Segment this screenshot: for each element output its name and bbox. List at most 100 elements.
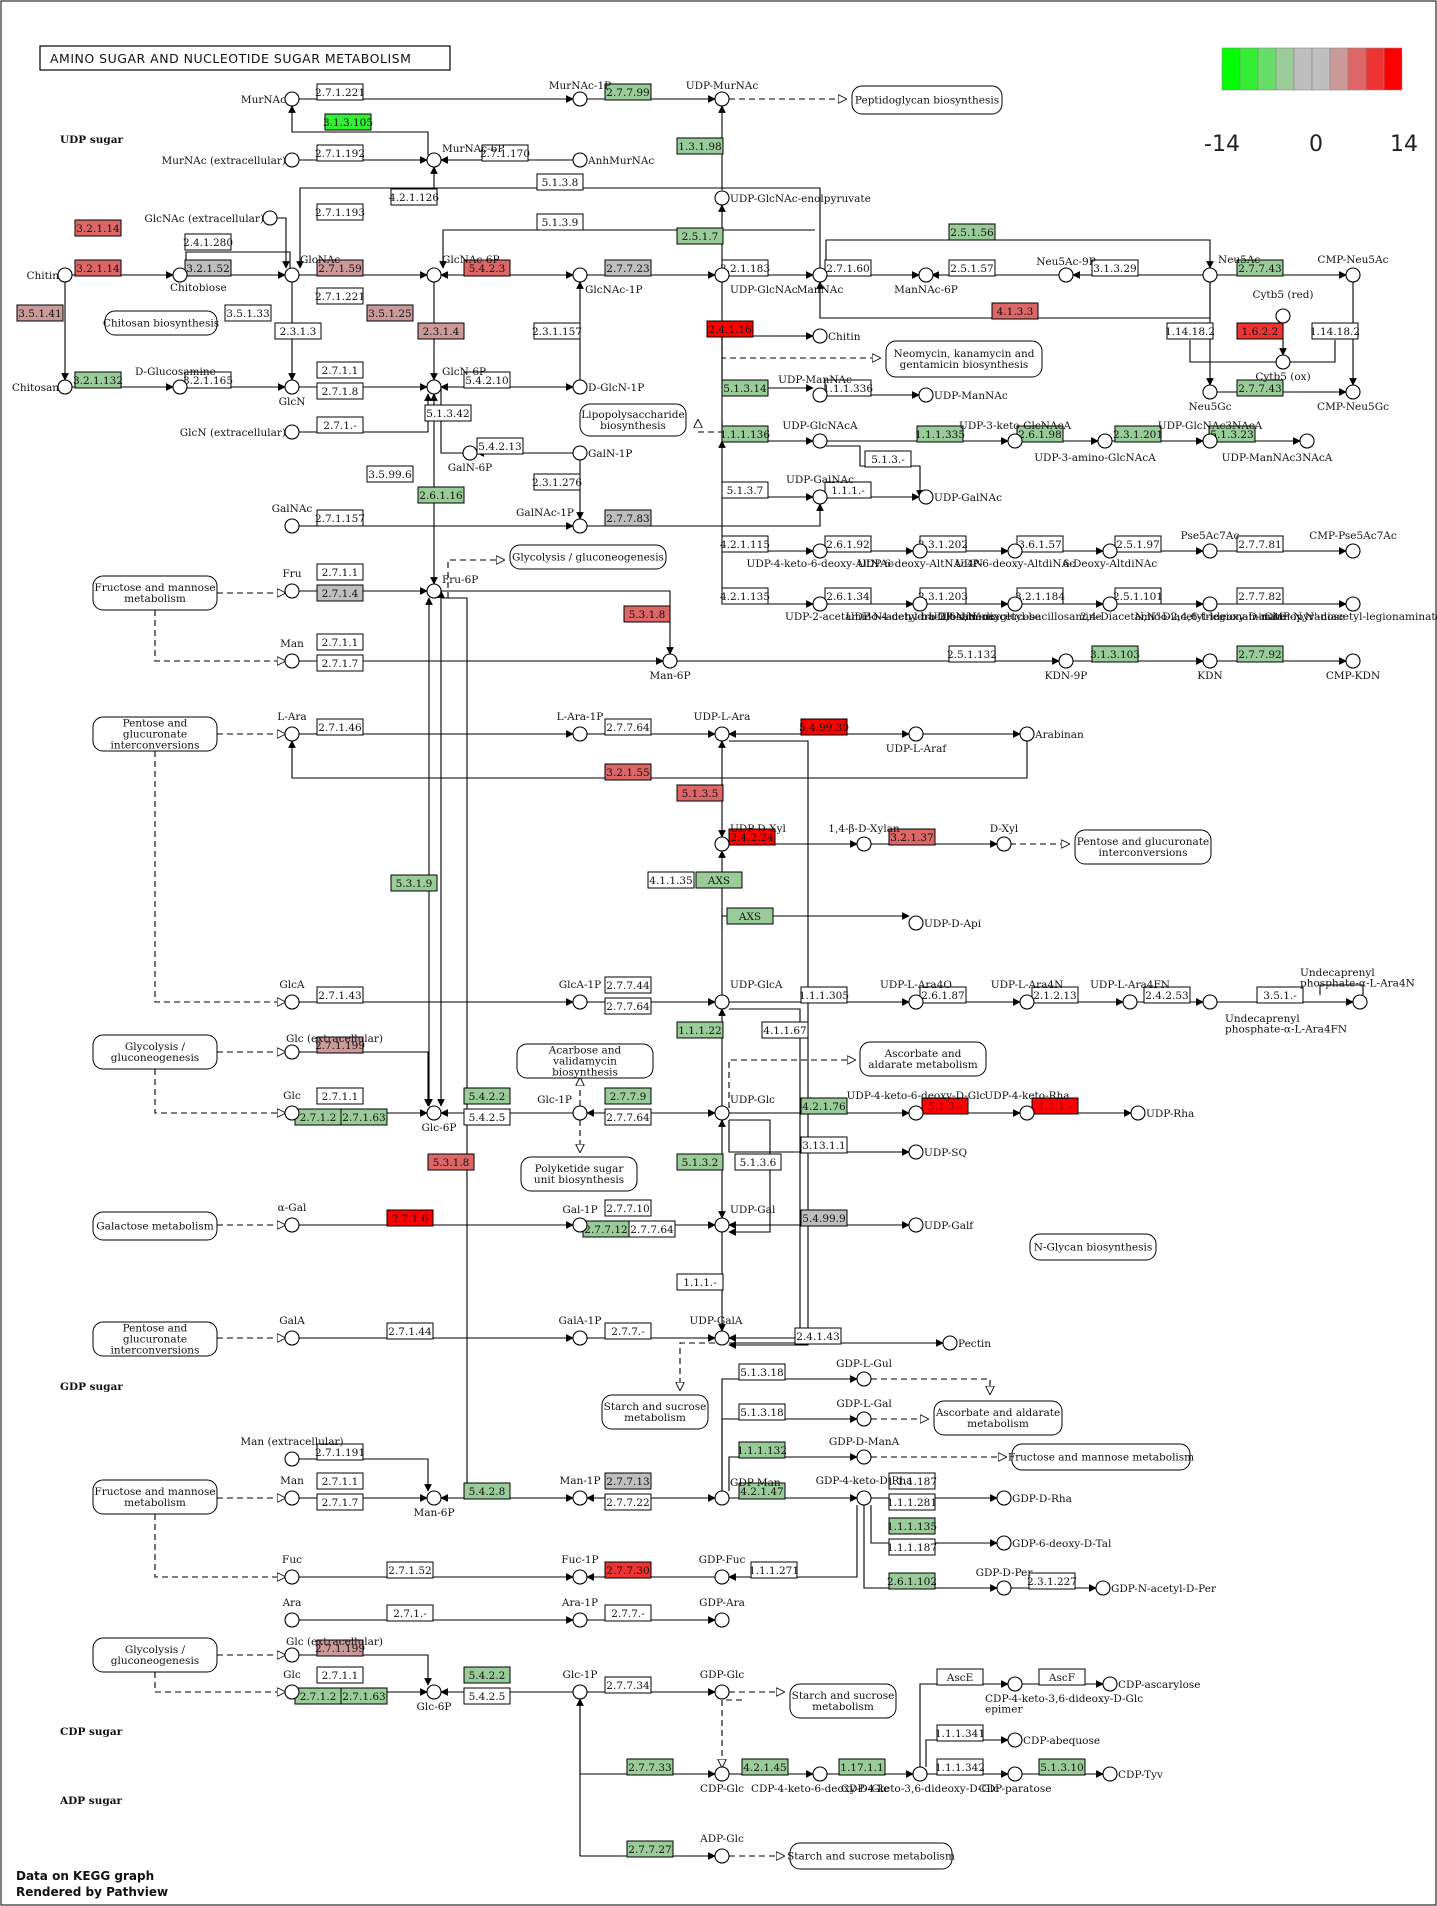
enzyme-box[interactable]: 3.5.1.- xyxy=(1256,986,1304,1004)
enzyme-box[interactable]: 2.7.1.52 xyxy=(386,1561,434,1579)
enzyme-box[interactable]: 4.1.1.67 xyxy=(761,1021,809,1039)
compound-node[interactable]: GlcA-1P xyxy=(559,979,602,1010)
compound-node[interactable]: GDP-Glc xyxy=(700,1669,745,1700)
compound-node[interactable]: UDP-Gal xyxy=(714,1204,776,1233)
compound-node[interactable]: GlcA xyxy=(279,979,305,1010)
compound-node[interactable]: UDP-GlcNAcA xyxy=(782,420,858,449)
enzyme-box[interactable]: 2.6.1.102 xyxy=(887,1572,937,1590)
enzyme-box[interactable]: 2.7.7.34 xyxy=(604,1676,652,1694)
enzyme-box[interactable]: 1.1.1.187 xyxy=(887,1538,937,1556)
enzyme-box[interactable]: 3.1.3.105 xyxy=(323,113,373,131)
compound-node[interactable]: MurNAc xyxy=(241,91,300,107)
compound-node[interactable]: ManNAc xyxy=(797,267,844,296)
enzyme-box[interactable]: 4.2.1.115 xyxy=(720,535,770,553)
enzyme-box[interactable]: 2.7.7.64 xyxy=(604,1108,652,1126)
enzyme-box[interactable]: 5.1.3.- xyxy=(864,450,912,468)
compound-node[interactable]: CMP-N,N'-diacetyl-legionaminate xyxy=(1264,596,1437,623)
enzyme-box[interactable]: 2.7.7.27 xyxy=(626,1840,674,1858)
enzyme-box[interactable]: 3.5.99.6 xyxy=(366,465,414,483)
enzyme-box[interactable]: 2.7.7.30 xyxy=(604,1561,652,1579)
enzyme-box[interactable]: 5.3.1.8 xyxy=(623,605,671,623)
enzyme-box[interactable]: 5.1.3.5 xyxy=(676,784,724,802)
enzyme-box[interactable]: 2.5.1.56 xyxy=(948,223,996,241)
compound-node[interactable]: GDP-N-acetyl-D-Per xyxy=(1095,1580,1217,1596)
compound-node[interactable]: GalNAc xyxy=(272,503,313,534)
compound-node[interactable]: UDP-6-deoxy-AltdiNAc xyxy=(955,543,1075,570)
enzyme-box[interactable]: 1.1.1.- xyxy=(1031,1097,1079,1115)
compound-node[interactable]: Neu5Ac xyxy=(1202,254,1260,283)
enzyme-box[interactable]: 2.7.7.9 xyxy=(604,1087,652,1105)
compound-node[interactable]: UDP-ManNAc xyxy=(918,387,1008,403)
compound-node[interactable]: CMP-Pse5Ac7Ac xyxy=(1309,530,1397,559)
enzyme-box[interactable]: 4.2.1.76 xyxy=(800,1097,848,1115)
pathway-box[interactable]: Chitosan biosynthesis xyxy=(103,310,219,336)
compound-node[interactable]: Man xyxy=(280,638,304,669)
enzyme-box[interactable]: 2.7.7.43 xyxy=(1236,259,1284,277)
enzyme-box[interactable]: 2.5.1.101 xyxy=(1113,587,1163,605)
enzyme-box[interactable]: 2.7.1.- xyxy=(386,1604,434,1622)
compound-node[interactable]: UDP-4-keto-6-deoxy-D-Glc xyxy=(847,1090,986,1121)
compound-node[interactable]: ADP-Glc xyxy=(699,1833,744,1864)
enzyme-box[interactable]: 2.7.7.83 xyxy=(604,509,652,527)
enzyme-box[interactable]: 2.6.1.92 xyxy=(824,535,872,553)
enzyme-box[interactable]: 2.7.7.22 xyxy=(604,1493,652,1511)
compound-node[interactable]: UDP-SQ xyxy=(908,1144,967,1160)
compound-node[interactable]: Glc-6P xyxy=(422,1105,457,1134)
enzyme-box[interactable]: 2.3.1.201 xyxy=(1113,425,1163,443)
enzyme-box[interactable]: 5.3.1.9 xyxy=(390,874,438,892)
enzyme-box[interactable]: AscE xyxy=(936,1668,984,1686)
enzyme-box[interactable]: 1.1.1.341 xyxy=(935,1724,985,1742)
enzyme-box[interactable]: 3.5.1.33 xyxy=(224,304,272,322)
compound-node[interactable]: Glc-1P xyxy=(563,1669,598,1700)
compound-node[interactable]: Neu5Gc xyxy=(1188,384,1232,413)
compound-node[interactable]: Pse5Ac7Ac xyxy=(1181,530,1240,559)
compound-node[interactable]: Chitin xyxy=(812,328,861,344)
enzyme-box[interactable]: 1.14.18.2 xyxy=(1165,322,1215,340)
enzyme-box[interactable]: 2.7.1.193 xyxy=(315,203,365,221)
compound-node[interactable]: Fuc-1P xyxy=(561,1554,599,1585)
compound-node[interactable]: UDP-Rha xyxy=(1130,1105,1194,1121)
compound-node[interactable]: KDN xyxy=(1197,653,1223,682)
enzyme-box[interactable]: 3.2.1.14 xyxy=(74,219,122,237)
compound-node[interactable]: UDP-L-Ara4FN xyxy=(1090,979,1170,1010)
enzyme-box[interactable]: 3.2.1.55 xyxy=(604,763,652,781)
compound-node[interactable]: CMP-Neu5Gc xyxy=(1317,384,1389,413)
enzyme-box[interactable]: 5.1.3.14 xyxy=(721,379,769,397)
enzyme-box[interactable]: 1.1.1.22 xyxy=(676,1021,724,1039)
compound-node[interactable]: CDP-Glc xyxy=(700,1766,744,1795)
compound-node[interactable]: UDP-4-keto-Rha xyxy=(984,1090,1070,1121)
compound-node[interactable]: N,N'-Diacetyl-legionaminate xyxy=(1135,596,1285,623)
compound-node[interactable]: GlcNAc (extracellular) xyxy=(144,210,278,226)
compound-node[interactable]: GDP-Man xyxy=(714,1477,781,1506)
compound-node[interactable]: UDP-GlcNAc3NAcA xyxy=(1158,420,1263,449)
compound-node[interactable]: Ara-1P xyxy=(561,1597,598,1628)
compound-node[interactable]: UDP-ManNAc xyxy=(778,374,852,403)
enzyme-box[interactable]: 2.7.1.43 xyxy=(316,986,364,1004)
compound-node[interactable]: KDN-9P xyxy=(1045,653,1088,682)
enzyme-box[interactable]: 3.1.3.29 xyxy=(1091,259,1139,277)
compound-node[interactable]: UDP-L-Ara4N xyxy=(991,979,1064,1010)
compound-node[interactable]: UDP-GlcNAc xyxy=(714,267,798,296)
enzyme-box[interactable]: 5.1.3.- xyxy=(921,1097,969,1115)
enzyme-box[interactable]: 2.7.1.221 xyxy=(315,83,365,101)
compound-node[interactable]: GalN-1P xyxy=(572,445,633,461)
compound-node[interactable]: UDP-6-deoxy-AltNAc4N xyxy=(857,543,983,570)
compound-node[interactable]: UDP-4-keto-6-deoxy-AltNAc xyxy=(747,543,894,570)
enzyme-box[interactable]: 2.7.7.82 xyxy=(1236,587,1284,605)
enzyme-box[interactable]: 1.1.1.336 xyxy=(823,379,873,397)
enzyme-box[interactable]: 5.1.3.18 xyxy=(738,1403,786,1421)
compound-node[interactable]: Glc-6P xyxy=(417,1684,452,1713)
enzyme-box[interactable]: 2.7.1.1 xyxy=(316,563,364,581)
enzyme-box[interactable]: 1.1.1.335 xyxy=(915,425,965,443)
compound-node[interactable]: Glc (extracellular) xyxy=(284,1033,383,1060)
enzyme-box[interactable]: 5.1.3.23 xyxy=(1208,425,1256,443)
pathway-box[interactable]: Galactose metabolism xyxy=(92,1211,218,1241)
compound-node[interactable]: Cytb5 (ox) xyxy=(1255,354,1311,383)
compound-node[interactable]: UDP-L-Araf xyxy=(886,726,948,755)
enzyme-box[interactable]: 5.1.3.9 xyxy=(536,213,584,231)
